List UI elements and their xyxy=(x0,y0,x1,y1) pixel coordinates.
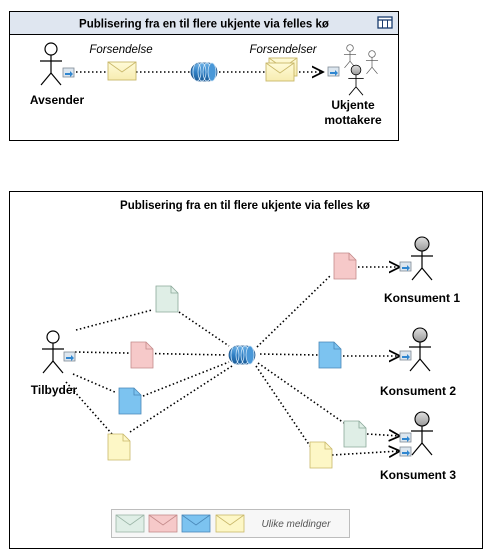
bottom-diagram-title: Publisering fra en til flere ukjente via… xyxy=(120,200,370,212)
document-blue-right-icon xyxy=(318,341,342,369)
document-pink-icon xyxy=(130,341,154,369)
legend-label: Ulike meldinger xyxy=(262,519,332,530)
document-blue-icon xyxy=(118,387,142,415)
shared-queue-icon xyxy=(228,345,256,365)
diagram-view-icon[interactable] xyxy=(377,16,393,29)
legend-green-envelope-icon xyxy=(115,514,145,533)
legend xyxy=(111,509,350,538)
document-pink-right-icon xyxy=(333,252,357,280)
receivers-label-line2: mottakere xyxy=(324,113,382,127)
document-green-right-icon xyxy=(343,420,367,448)
document-green-icon xyxy=(155,285,179,313)
document-yellow-icon xyxy=(107,433,131,461)
receivers-label-line1: Ukjente xyxy=(331,98,375,112)
consumer-1-label: Konsument 1 xyxy=(384,291,460,305)
bottom-flows xyxy=(65,267,400,455)
legend-blue-envelope-icon xyxy=(181,514,211,533)
legend-pink-envelope-icon xyxy=(148,514,178,533)
envelope-icon-left xyxy=(107,61,137,81)
document-yellow-right-icon xyxy=(309,441,333,469)
sender-label: Avsender xyxy=(30,93,85,107)
envelopes-icon-right xyxy=(265,57,298,82)
message-label-left: Forsendelse xyxy=(89,44,152,56)
top-diagram-title: Publisering fra en til flere ukjente via… xyxy=(79,19,329,31)
message-label-right: Forsendelser xyxy=(249,44,317,56)
consumer-2-label: Konsument 2 xyxy=(380,384,456,398)
legend-yellow-envelope-icon xyxy=(215,514,245,533)
queue-icon xyxy=(190,62,218,82)
provider-label: Tilbyder xyxy=(31,383,78,397)
bottom-diagram-frame xyxy=(9,191,483,549)
consumer-3-label: Konsument 3 xyxy=(380,468,456,482)
